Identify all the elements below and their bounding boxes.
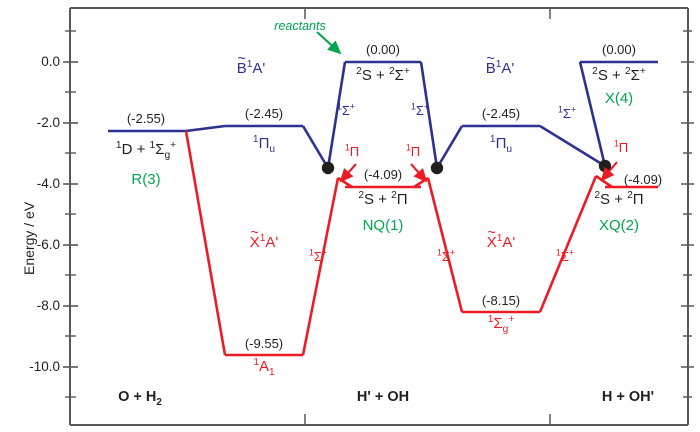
x-axis-label-0: O + H2 xyxy=(118,389,162,408)
y-ticks-minor xyxy=(65,30,76,398)
sym-1Sigma-plus-right: 1Σ+ xyxy=(557,104,577,121)
green-tag-nq1: NQ(1) xyxy=(362,217,404,234)
state-B1A-prime-left: ~B1A' xyxy=(236,51,266,77)
asymptote-right-red: 2S + 2Π xyxy=(594,190,644,208)
blue-seg-3 xyxy=(326,61,347,169)
x-ticks-bottom xyxy=(304,414,551,425)
y-tick-label-4: -8.0 xyxy=(36,297,60,313)
x-axis-label-2: H + OH' xyxy=(601,389,655,405)
value-center-red: (-4.09) xyxy=(363,167,403,182)
value-right-top: (0.00) xyxy=(602,42,636,57)
sym-1Sigma-plus-well-right-outer: 1Σ+ xyxy=(555,247,575,264)
x-axis-label-1: H' + OH xyxy=(356,389,410,405)
pi-arrow-1 xyxy=(339,163,357,183)
value-mid-left-blue: (-2.45) xyxy=(244,106,284,121)
y-tick-label-5: -10.0 xyxy=(29,358,60,374)
sym-1Pi-right: 1Π xyxy=(613,138,629,155)
asymptote-left: 1D + 1Σg+ xyxy=(115,140,177,161)
state-X1A-prime-right: ~X1A' xyxy=(486,225,516,251)
blue-seg-2 xyxy=(301,125,330,169)
red-seg-5 xyxy=(538,175,598,313)
reactants-annotation: reactants xyxy=(274,19,326,33)
state-B1A-prime-right: ~B1A' xyxy=(485,51,515,77)
state-1A1: 1A1 xyxy=(253,357,275,378)
sym-1Sigma-plus-well-left-wall: 1Σ+ xyxy=(308,247,328,264)
state-1Sigma-g-plus: 1Σg+ xyxy=(487,314,515,335)
sym-1Sigma-plus-center-right: 1Σ+ xyxy=(410,101,430,118)
red-curve xyxy=(184,130,658,357)
blue-seg-1 xyxy=(185,124,226,133)
crossing-dot-2 xyxy=(430,161,444,175)
state-X1A-prime-left: ~X1A' xyxy=(249,225,279,251)
y-ticks-right xyxy=(681,30,694,398)
red-seg-2 xyxy=(337,176,353,189)
x-ticks-top xyxy=(304,8,551,19)
crossing-dot-1 xyxy=(321,161,335,175)
green-tag-xq2: XQ(2) xyxy=(598,217,640,234)
y-tick-label-1: -2.0 xyxy=(36,114,60,130)
state-1Pi-u-left: 1Πu xyxy=(252,134,276,155)
y-tick-label-2: -4.0 xyxy=(36,175,60,191)
y-tick-label-3: -6.0 xyxy=(36,236,60,252)
y-tick-label-0: 0.0 xyxy=(41,53,60,69)
red-seg-left-wall xyxy=(184,130,227,356)
asymptote-right-top: 2S + 2Σ+ xyxy=(592,66,646,84)
reactants-arrow xyxy=(316,31,342,55)
pi-arrow-2 xyxy=(410,163,428,183)
y-ticks-major xyxy=(63,61,78,368)
sym-1Pi-center-right: 1Π xyxy=(405,142,421,159)
red-seg-6 xyxy=(595,174,613,189)
blue-seg-5 xyxy=(435,125,464,169)
state-1Pi-u-right: 1Πu xyxy=(489,134,513,155)
blue-seg-4 xyxy=(419,61,439,169)
pi-arrows xyxy=(339,161,618,183)
value-well-right: (-8.15) xyxy=(481,293,521,308)
blue-curve xyxy=(108,60,658,169)
value-mid-right-blue: (-2.45) xyxy=(481,106,521,121)
pi-arrow-3 xyxy=(600,161,618,182)
green-tag-x4: X(4) xyxy=(604,90,634,107)
red-seg-4 xyxy=(426,177,464,313)
asymptote-center-top: 2S + 2Σ+ xyxy=(356,66,410,84)
green-tag-r3: R(3) xyxy=(131,171,161,188)
sym-1Pi-center-left: 1Π xyxy=(344,142,360,159)
sym-1Sigma-plus-well-right-inner: 1Σ+ xyxy=(436,247,456,264)
axis-frame xyxy=(69,7,689,426)
asymptote-center-red: 2S + 2Π xyxy=(358,190,408,208)
value-left-blue: (-2.55) xyxy=(126,111,166,126)
blue-seg-7 xyxy=(578,61,607,167)
value-right-red: (-4.09) xyxy=(623,172,663,187)
value-center-top: (0.00) xyxy=(366,42,400,57)
blue-seg-6 xyxy=(539,124,606,168)
value-well-left: (-9.55) xyxy=(244,336,284,351)
sym-1Sigma-plus-center-left: 1Σ+ xyxy=(336,101,356,118)
red-seg-1 xyxy=(301,177,340,356)
